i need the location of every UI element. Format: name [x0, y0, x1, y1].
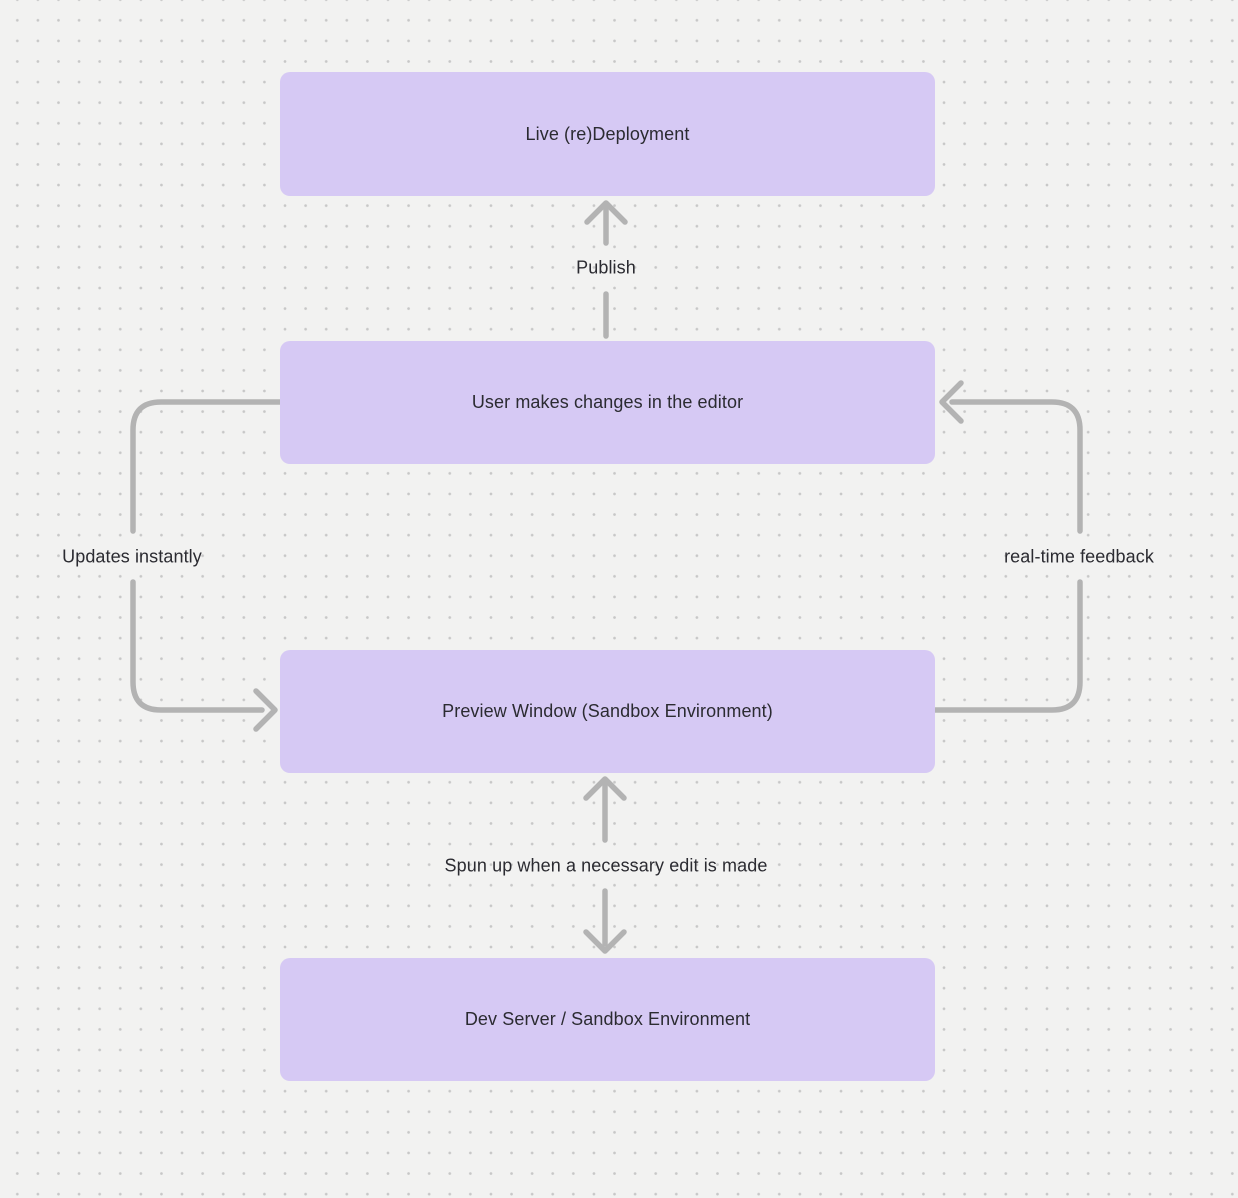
node-dev-server[interactable]: Dev Server / Sandbox Environment — [280, 958, 935, 1081]
edge-label-spun-up: Spun up when a necessary edit is made — [444, 855, 768, 876]
node-label: Dev Server / Sandbox Environment — [464, 1009, 751, 1029]
node-preview-window[interactable]: Preview Window (Sandbox Environment) — [280, 650, 935, 773]
node-user-editor[interactable]: User makes changes in the editor — [280, 341, 935, 464]
edge-line — [932, 579, 1083, 713]
edge-line — [949, 399, 1083, 534]
arrowhead-down-icon — [583, 929, 627, 954]
node-label: User makes changes in the editor — [471, 392, 744, 412]
node-label: Preview Window (Sandbox Environment) — [442, 701, 773, 721]
edge-line — [130, 579, 265, 713]
node-live-redeployment[interactable]: Live (re)Deployment — [280, 72, 935, 196]
arrowhead-up-icon — [583, 776, 627, 801]
arrowhead-right-icon — [253, 688, 278, 732]
node-label: Live (re)Deployment — [525, 123, 690, 144]
edge-label-updates-instantly: Updates instantly — [62, 546, 202, 567]
arrowhead-left-icon — [939, 380, 964, 424]
edge-line — [130, 399, 283, 534]
edge-label-publish: Publish — [576, 257, 636, 278]
edge-label-realtime-feedback: real-time feedback — [1004, 546, 1154, 567]
arrowhead-up-icon — [584, 200, 628, 225]
